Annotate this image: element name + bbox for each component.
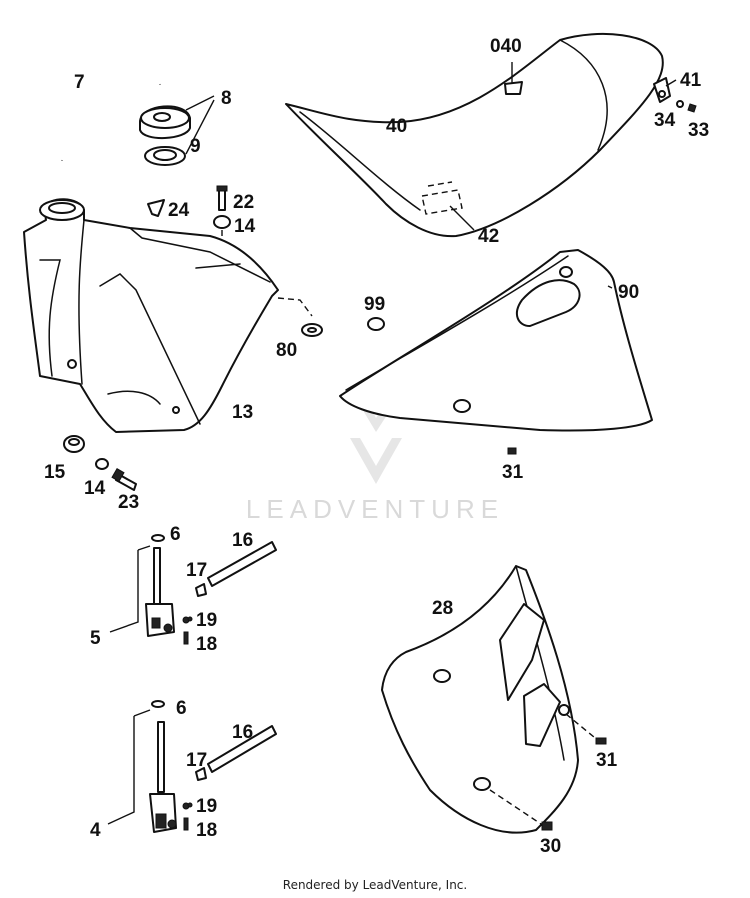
fuel-tap-lower-part	[107, 700, 277, 833]
watermark-text: LEADVENTURE	[246, 494, 504, 524]
callout-19-lower: 19	[196, 796, 217, 817]
fuel-tank-part	[23, 198, 313, 433]
seat-part	[285, 32, 664, 238]
callout-31-lower: 31	[596, 750, 618, 771]
callout-14-top: 14	[234, 216, 256, 237]
rubber-bushing-top-part	[213, 215, 231, 246]
callout-99: 99	[364, 294, 385, 315]
callout-33: 33	[688, 120, 709, 141]
callout-24: 24	[168, 200, 190, 221]
callout-19-upper: 19	[196, 610, 217, 631]
fuel-tap-upper-part	[109, 534, 277, 645]
callout-23: 23	[118, 492, 139, 513]
callout-5: 5	[90, 628, 101, 649]
callout-90: 90	[618, 282, 639, 303]
callout-40: 40	[386, 116, 407, 137]
bolt-22-part	[216, 185, 228, 211]
callout-13: 13	[232, 402, 253, 423]
side-cover-lower-part	[381, 565, 607, 834]
callout-17-lower: 17	[186, 750, 207, 771]
tank-plug-part	[147, 199, 165, 217]
callout-16-lower: 16	[232, 722, 253, 743]
callout-4: 4	[90, 820, 101, 841]
callout-6-lower: 6	[176, 698, 187, 719]
seat-bracket-part	[653, 77, 697, 113]
leader-lines	[449, 62, 677, 289]
callout-labels: 7 8 9 040 41 40 34 33 24 22 14 42 90 99 …	[44, 36, 709, 857]
side-cover-upper-part	[339, 249, 653, 455]
callout-7: 7	[74, 72, 85, 93]
fuel-cap-part	[139, 95, 215, 140]
callout-80: 80	[276, 340, 297, 361]
callout-18-upper: 18	[196, 634, 217, 655]
callout-15: 15	[44, 462, 66, 483]
callout-34: 34	[654, 110, 676, 131]
callout-14-bottom: 14	[84, 478, 106, 499]
dot-markers	[187, 616, 193, 808]
leadventure-watermark: LEADVENTURE	[246, 392, 504, 524]
washer-part	[301, 323, 323, 337]
callout-8: 8	[221, 88, 232, 109]
callout-6-upper: 6	[170, 524, 181, 545]
callout-30: 30	[540, 836, 561, 857]
callout-16-upper: 16	[232, 530, 253, 551]
callout-040: 040	[490, 36, 522, 57]
callout-28: 28	[432, 598, 453, 619]
render-credit-footer: Rendered by LeadVenture, Inc.	[282, 878, 468, 892]
callout-9: 9	[190, 136, 201, 157]
callout-18-lower: 18	[196, 820, 217, 841]
callout-17-upper: 17	[186, 560, 207, 581]
breather-hose-part	[60, 60, 162, 161]
callout-22: 22	[233, 192, 254, 213]
rear-mount-part	[63, 435, 137, 491]
callout-41: 41	[680, 70, 702, 91]
cap-gasket-part	[144, 99, 215, 166]
callout-31-upper: 31	[502, 462, 524, 483]
callout-42: 42	[478, 226, 499, 247]
